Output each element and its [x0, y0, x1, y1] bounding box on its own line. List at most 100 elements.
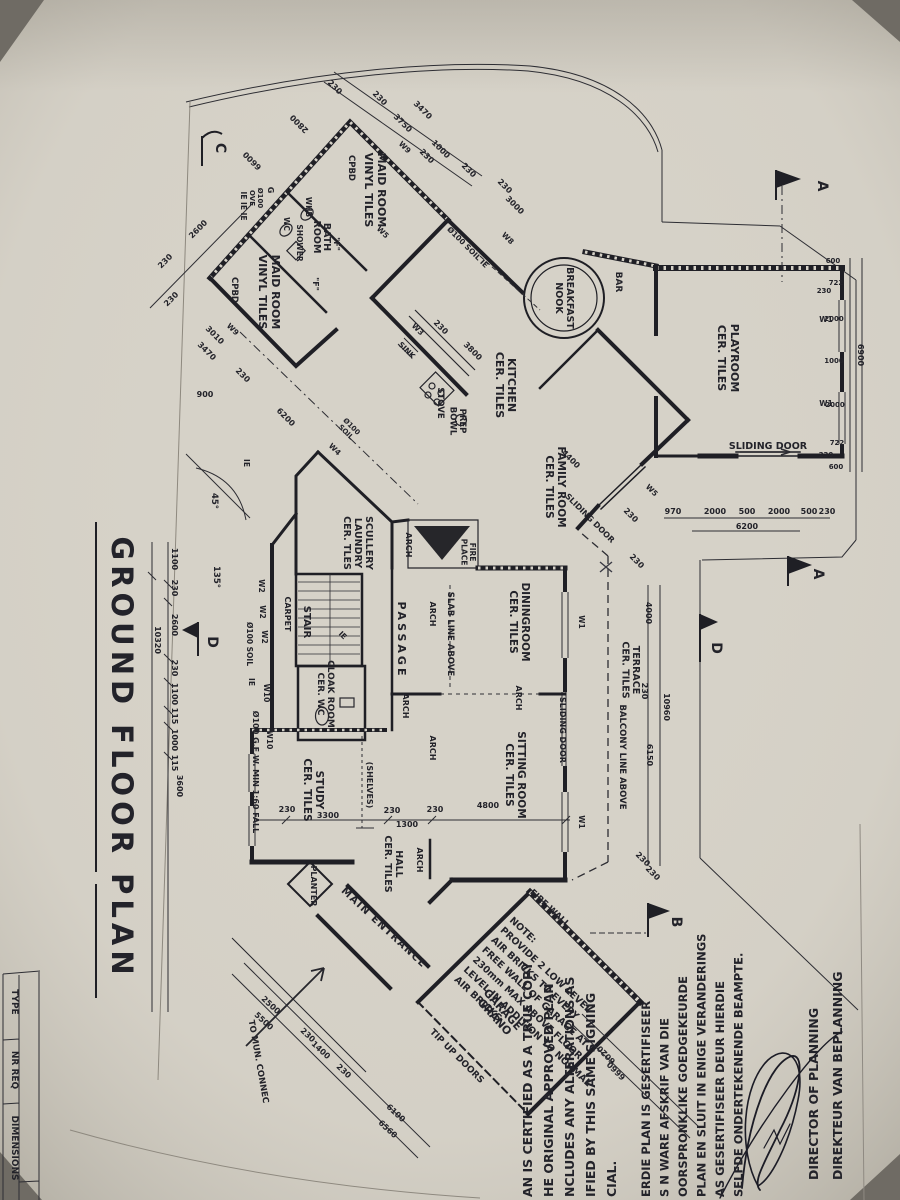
room-bath-room: ROOM: [311, 221, 322, 254]
dim: 500: [739, 507, 756, 516]
window-w10-2: W10: [265, 731, 274, 750]
room-family-room: FAMILY ROOM: [555, 446, 567, 527]
label-f-1: "F": [332, 237, 341, 251]
label-ie-2: IE: [242, 459, 251, 467]
dim: 230: [640, 683, 649, 700]
label-prep-bowl: BOWL: [448, 407, 458, 436]
label-ie-1: IE: [247, 678, 256, 686]
dim: 230: [170, 660, 179, 677]
label-ove: OVE: [248, 190, 256, 206]
pencil-check-mark: [599, 561, 613, 573]
stamp-english: NCLUDES ANY ALTERATIONS AS: [562, 977, 577, 1197]
label-balcony-line-above: BALCONY LINE ABOVE: [617, 704, 627, 809]
label-fire-place: PLACE: [460, 539, 469, 566]
room-playroom: PLAYROOM: [728, 324, 741, 393]
stamp-english: AN IS CERTIFIED AS A TRUE COPY: [520, 961, 535, 1197]
label-stair: STAIR: [301, 606, 312, 639]
dim: 1000: [824, 357, 844, 365]
stamp-english: HE ORIGINAL APPROVED PLAN: [541, 983, 556, 1197]
room-maid-room-2: VINYL TILES: [256, 255, 269, 330]
label-cpbd-1: CPBD: [346, 155, 356, 181]
marker-a-top: A: [814, 181, 830, 192]
label-planter: PLANTER: [309, 866, 318, 907]
label-slab-line-above: SLAB LINE ABOVE: [445, 592, 455, 677]
label-shower: SHOWER: [295, 224, 304, 261]
room-playroom: CER. TILES: [715, 325, 728, 391]
room-scullery-laundry: SCULLERY: [363, 516, 374, 570]
marker-d-right: D: [708, 642, 724, 654]
label-arch-1: ARCH: [404, 533, 413, 558]
room-terrace: CER. TILES: [620, 641, 631, 698]
label-whb: WHB: [304, 197, 313, 218]
playroom-windows: [838, 300, 846, 444]
stamp-afrikaans: PLAN EN SLUIT IN ENIGE VERANDERINGS: [695, 934, 709, 1197]
sheet-border: [69, 63, 865, 1200]
marker-c: C: [212, 143, 228, 153]
label-carpet: CARPET: [283, 596, 292, 632]
walls: [206, 118, 846, 1117]
room-kitchen: KITCHEN: [505, 358, 518, 412]
stamp-signatory: DIREKTEUR VAN BEPLANNING: [830, 971, 845, 1180]
label-arch-6: ARCH: [415, 848, 424, 873]
room-sitting-room: CER. TILES: [503, 743, 515, 806]
window-w1-1: W1: [577, 615, 586, 629]
label-ie-cluster: IE IE IE: [239, 192, 248, 221]
section-marker-flags: [182, 130, 812, 662]
label-f-2: "F": [311, 277, 320, 291]
window-w2-1: W2: [257, 579, 266, 593]
dim: 3300: [317, 811, 340, 820]
schedule-table: [2, 970, 41, 1200]
dim: 2000: [704, 507, 727, 516]
label-wc: WC: [282, 217, 291, 231]
room-cloak-room: CLOAK ROOM: [325, 660, 335, 728]
dim: 4000: [644, 602, 653, 625]
stamp-afrikaans: OORSPRONKLIKE GOEDGEKEURDE: [676, 976, 690, 1197]
marker-b: B: [668, 917, 684, 928]
room-study: CER. TILES: [301, 758, 313, 821]
label-arch-2: ARCH: [428, 602, 437, 627]
dim: 10320: [153, 626, 162, 654]
label-ove: Ø100: [256, 188, 264, 209]
dim: 2000: [768, 507, 791, 516]
label-gully: G: [266, 187, 275, 194]
dim: 6150: [645, 744, 654, 767]
room-cloak-room: CER. WC: [315, 673, 325, 716]
dim: 1300: [396, 820, 419, 829]
window-w1-4: W1: [819, 399, 833, 408]
label-shelves: (SHELVES): [365, 762, 374, 809]
room-diningroom: DININGROOM: [519, 582, 531, 661]
label-fire-place: FIRE: [468, 543, 477, 562]
label-arch-4: ARCH: [428, 736, 437, 761]
dim: 6200: [736, 522, 759, 531]
label-soil-1: Ø100 SOIL: [245, 622, 254, 666]
dim: 1100: [170, 548, 179, 571]
dim: 600: [829, 463, 844, 471]
dim: 230: [279, 805, 296, 814]
dim: 230: [819, 451, 834, 459]
dim: 500: [801, 507, 818, 516]
label-angle-45: 45°: [209, 493, 219, 509]
room-scullery-laundry: LAUNDRY: [352, 518, 363, 568]
dim: 3600: [175, 775, 184, 798]
room-maid-room-1: VINYL TILES: [362, 153, 375, 228]
room-kitchen: CER. TILES: [493, 352, 506, 418]
room-terrace: TERRACE: [630, 646, 641, 694]
label-cpbd-2: CPBD: [229, 277, 239, 303]
dimension-lines: [147, 71, 863, 1159]
room-bath-room: BATH: [321, 223, 332, 251]
label-sliding-door-playroom: SLIDING DOOR: [729, 441, 808, 452]
dim: 115: [170, 755, 179, 772]
dim: 1100: [170, 683, 179, 706]
table-header-nr-req: NR REQ: [9, 1051, 19, 1090]
dim: 4800: [477, 801, 500, 810]
room-family-room: CER. TILES: [543, 455, 555, 518]
stamp-afrikaans: S N WARE AFSKRIF VAN DIE: [658, 1018, 672, 1197]
dim: 600: [826, 257, 841, 265]
room-sitting-room: SITTING ROOM: [515, 731, 527, 818]
dim: 115: [170, 708, 179, 725]
dim: 2000: [824, 315, 844, 323]
table-header-type: TYPE: [9, 989, 19, 1014]
dim: 970: [665, 507, 682, 516]
